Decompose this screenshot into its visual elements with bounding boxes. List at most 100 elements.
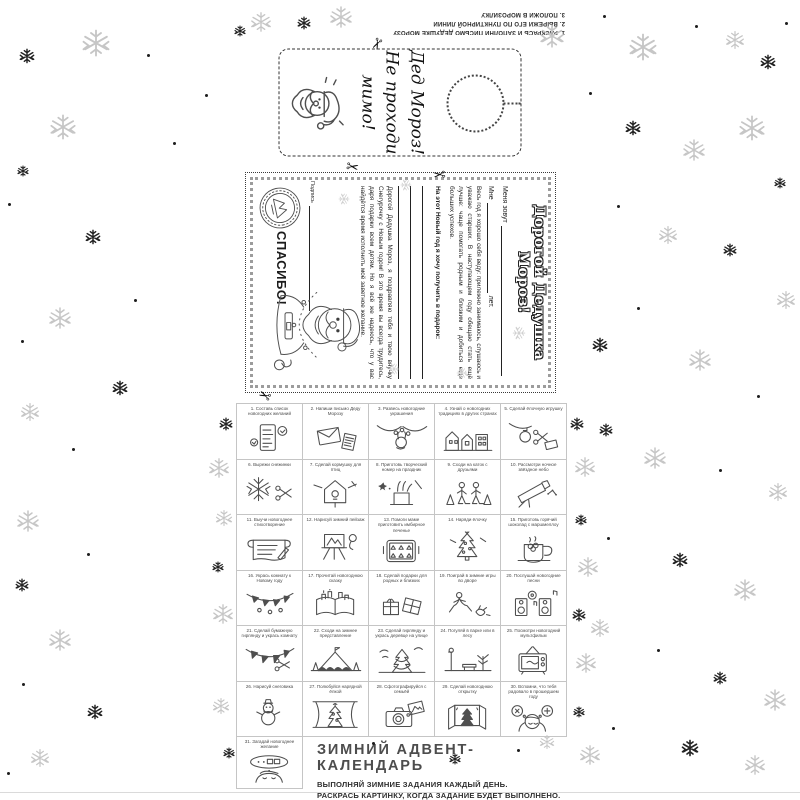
snowflake-icon bbox=[72, 448, 75, 451]
advent-cell-caption: 19. Поиграй в зимние игры во дворе bbox=[439, 572, 496, 583]
snowflake-icon bbox=[637, 307, 640, 310]
snowflake-icon bbox=[774, 176, 786, 194]
dream-icon bbox=[237, 750, 302, 788]
advent-cell-31: 31. Загадай новогоднее желание bbox=[237, 737, 303, 789]
advent-cell-14: 14. Наряди ёлочку bbox=[435, 515, 501, 571]
snowflake-icon bbox=[395, 179, 413, 191]
advent-cell-13: 13. Помоги маме приготовить имбирное печ… bbox=[369, 515, 435, 571]
advent-cell-caption: 28. Сфотографируйся с семьёй bbox=[376, 683, 427, 694]
snowflake-icon bbox=[21, 340, 24, 343]
snowflake-icon bbox=[22, 683, 25, 686]
snowflake-icon bbox=[219, 417, 233, 436]
room-garland-icon bbox=[237, 583, 302, 625]
advent-cell-caption: 14. Наряди ёлочку bbox=[448, 517, 487, 522]
advent-cell-16: 16. Укрась комнату к Новому году bbox=[237, 570, 303, 626]
advent-cell-caption: 20. Послушай новогодние песни bbox=[506, 572, 561, 583]
advent-cell-24: 24. Погуляй в парке или в лесу bbox=[435, 626, 501, 682]
advent-cell-28: 28. Сфотографируйся с семьёй bbox=[369, 681, 435, 737]
snowflake-icon bbox=[723, 243, 737, 262]
calendar-subtitle-1: ВЫПОЛНЯЙ ЗИМНИЕ ЗАДАНИЯ КАЖДЫЙ ДЕНЬ. bbox=[317, 780, 508, 789]
snowflake-icon bbox=[15, 578, 29, 597]
friends-outdoors-icon bbox=[435, 472, 500, 514]
name-fill-line: Меня зовут bbox=[501, 186, 510, 379]
tv-icon bbox=[501, 639, 566, 681]
advent-cell-22: 22. Сходи на зимнее представление bbox=[303, 626, 369, 682]
advent-cell-caption: 2. Напиши письмо Деду Морозу bbox=[310, 406, 361, 417]
houses-icon bbox=[435, 417, 500, 459]
advent-cell-9: 9. Сходи на каток с друзьями bbox=[435, 459, 501, 515]
snowflake-icon bbox=[250, 11, 272, 38]
advent-cell-2: 2. Напиши письмо Деду Морозу bbox=[303, 404, 369, 460]
snowflake-icon bbox=[20, 402, 40, 427]
age-blank-rule bbox=[487, 202, 496, 293]
calendar-title: ЗИМНИЙ АДВЕНТ-КАЛЕНДАРЬ bbox=[317, 742, 475, 774]
snowflake-icon bbox=[768, 482, 788, 507]
snowflake-icon bbox=[215, 509, 233, 532]
snowflake-icon bbox=[625, 120, 641, 141]
wish-label: На этот Новый год я хочу получить в пода… bbox=[434, 186, 442, 340]
advent-cell-8: 8. Приготовь творческий номер на праздни… bbox=[369, 459, 435, 515]
advent-cell-3: 3. Развесь новогодние украшения bbox=[369, 404, 435, 460]
snowflake-icon bbox=[744, 754, 766, 781]
scissors-icon: ✂ bbox=[344, 158, 360, 177]
snowflake-icon bbox=[17, 164, 29, 182]
snowflake-icon bbox=[87, 553, 90, 556]
advent-cell-caption: 31. Загадай новогоднее желание bbox=[244, 739, 295, 750]
advent-cell-caption: 7. Сделай кормушку для птиц bbox=[309, 461, 362, 472]
instruction-line-2: 2. ВЫРЕЖИ ЕГО ПО ПУНКТИРНОЙ ЛИНИИ bbox=[433, 20, 565, 26]
snowflake-icon bbox=[590, 618, 610, 643]
advent-cell-caption: 18. Сделай подарки для родных и близких bbox=[376, 572, 427, 583]
snowflake-icon bbox=[333, 193, 351, 205]
advent-cell-1: 1. Составь список новогодних желаний bbox=[237, 404, 303, 460]
snowflake-icon bbox=[713, 671, 727, 690]
advent-cell-caption: 8. Приготовь творческий номер на праздни… bbox=[375, 461, 428, 472]
letter-to-ded-moroz: Дорогой Дедушка Мороз! Меня зовут Мне ле… bbox=[245, 172, 556, 393]
snowflake-icon bbox=[234, 24, 246, 42]
postmark-stamp-icon bbox=[253, 181, 308, 236]
advent-cell-caption: 21. Сделай бумажную гирлянду и укрась ко… bbox=[241, 628, 298, 639]
camera-icon bbox=[369, 694, 434, 736]
snowflake-icon bbox=[212, 560, 224, 578]
telescope-icon bbox=[501, 472, 566, 514]
snowflake-icon bbox=[87, 704, 103, 725]
hanger-line-2: Не проходи bbox=[381, 50, 402, 154]
speakers-icon bbox=[501, 583, 566, 625]
advent-cell-20: 20. Послушай новогодние песни bbox=[501, 570, 567, 626]
door-knob-cutout bbox=[446, 74, 504, 132]
page-bottom-edge bbox=[0, 792, 800, 793]
snowflake-icon bbox=[776, 290, 796, 315]
snowflake-icon bbox=[575, 652, 597, 679]
advent-cell-caption: 27. Полюбуйся нарядной ёлкой bbox=[309, 683, 362, 694]
snowflake-icon bbox=[451, 367, 469, 379]
advent-cell-6: 6. Вырежи снежинки bbox=[237, 459, 303, 515]
snowflake-icon bbox=[297, 16, 311, 35]
snowflake-icon bbox=[48, 306, 72, 335]
snowflake-icon bbox=[573, 705, 585, 723]
snowflake-icon bbox=[30, 748, 50, 773]
snowflake-icon bbox=[147, 54, 150, 57]
wish-blank-rule-2 bbox=[410, 186, 423, 379]
snowflake-icon bbox=[329, 5, 353, 34]
scissors-icon: ✂ bbox=[432, 164, 447, 183]
letter-paragraph-1: Весь год я хорошо себя веду: прилежно за… bbox=[448, 186, 482, 379]
wishlist-icon bbox=[237, 417, 302, 459]
snowflake-icon bbox=[85, 229, 101, 250]
snowflake-icon bbox=[579, 744, 601, 771]
snowflake-icon bbox=[208, 457, 230, 484]
advent-cell-caption: 23. Сделай гирлянду и укрась деревце на … bbox=[375, 628, 428, 639]
advent-cell-19: 19. Поиграй в зимние игры во дворе bbox=[435, 570, 501, 626]
snowflake-icon bbox=[763, 688, 787, 717]
hanger-line-1: Дед Мороз! bbox=[406, 49, 426, 155]
door-hanger-text: Дед Мороз! Не проходи мимо! bbox=[354, 49, 428, 155]
age-suffix: лет. bbox=[487, 295, 494, 308]
snowflake-icon bbox=[507, 326, 526, 340]
snowflake-icon bbox=[81, 28, 111, 63]
advent-cell-caption: 25. Посмотри новогодний мультфильм bbox=[506, 628, 561, 639]
snowflake-icon bbox=[785, 22, 788, 25]
advent-cell-27: 27. Полюбуйся нарядной ёлкой bbox=[303, 681, 369, 737]
family-tree-icon bbox=[303, 694, 368, 736]
snowflake-icon bbox=[205, 94, 208, 97]
memories-icon bbox=[501, 700, 566, 736]
advent-cell-caption: 15. Приготовь горячий шоколад с маршмелл… bbox=[508, 517, 559, 528]
